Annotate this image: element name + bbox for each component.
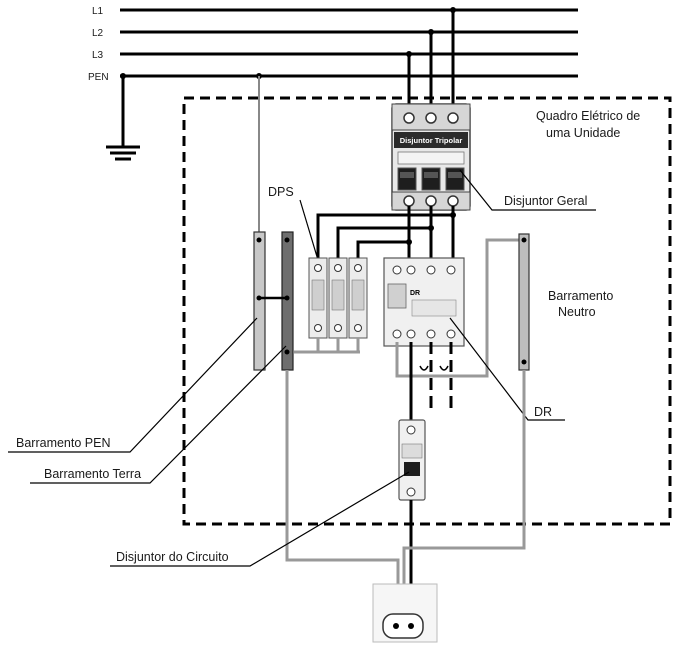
circuit-breaker-label: Disjuntor do Circuito [116, 550, 229, 564]
dps-modules [308, 257, 368, 339]
earth-bar [281, 231, 294, 371]
socket-outlet [372, 583, 438, 643]
pen-bar-label: Barramento PEN [16, 436, 110, 450]
panel-border [182, 96, 672, 526]
label-pen: PEN [88, 72, 109, 83]
main-breaker-leader [459, 169, 596, 211]
breaker-feeders [407, 10, 455, 112]
main-breaker-label: Disjuntor Geral [504, 194, 587, 208]
label-l3: L3 [92, 50, 104, 61]
earth-bar-label: Barramento Terra [44, 467, 141, 481]
neutral-bar-label-line1: Barramento [548, 289, 613, 303]
neutral-bar-label-line2: Neutro [558, 305, 596, 319]
earth-bar-leader [30, 345, 287, 484]
neutral-bar [518, 233, 530, 371]
label-l1: L1 [92, 6, 104, 17]
dps-label: DPS [268, 185, 294, 199]
dr-face-label: DR [410, 290, 420, 297]
dr-neutral-out [395, 244, 489, 378]
panel-title-line1: Quadro Elétrico de [536, 109, 640, 123]
circuit-breaker [398, 419, 426, 501]
dr-outputs [409, 342, 453, 420]
dr-label: DR [534, 405, 552, 419]
main-breaker: Disjuntor Tripolar [391, 103, 471, 211]
dps-feed-wires [316, 212, 456, 260]
ground-symbol [106, 76, 140, 161]
supply-lines: L1 L2 L3 PEN [88, 6, 578, 83]
pen-bar [253, 231, 266, 371]
dps-earth-wires [294, 338, 360, 354]
dr-device: DR [383, 257, 465, 347]
pen-bar-leader [8, 317, 258, 453]
dps-leader [299, 199, 319, 261]
label-l2: L2 [92, 28, 104, 39]
circuit-breaker-leader [110, 471, 410, 567]
breaker-face-caption: Disjuntor Tripolar [400, 136, 463, 145]
dr-leader [449, 317, 565, 421]
panel-title-line2: uma Unidade [546, 126, 620, 140]
